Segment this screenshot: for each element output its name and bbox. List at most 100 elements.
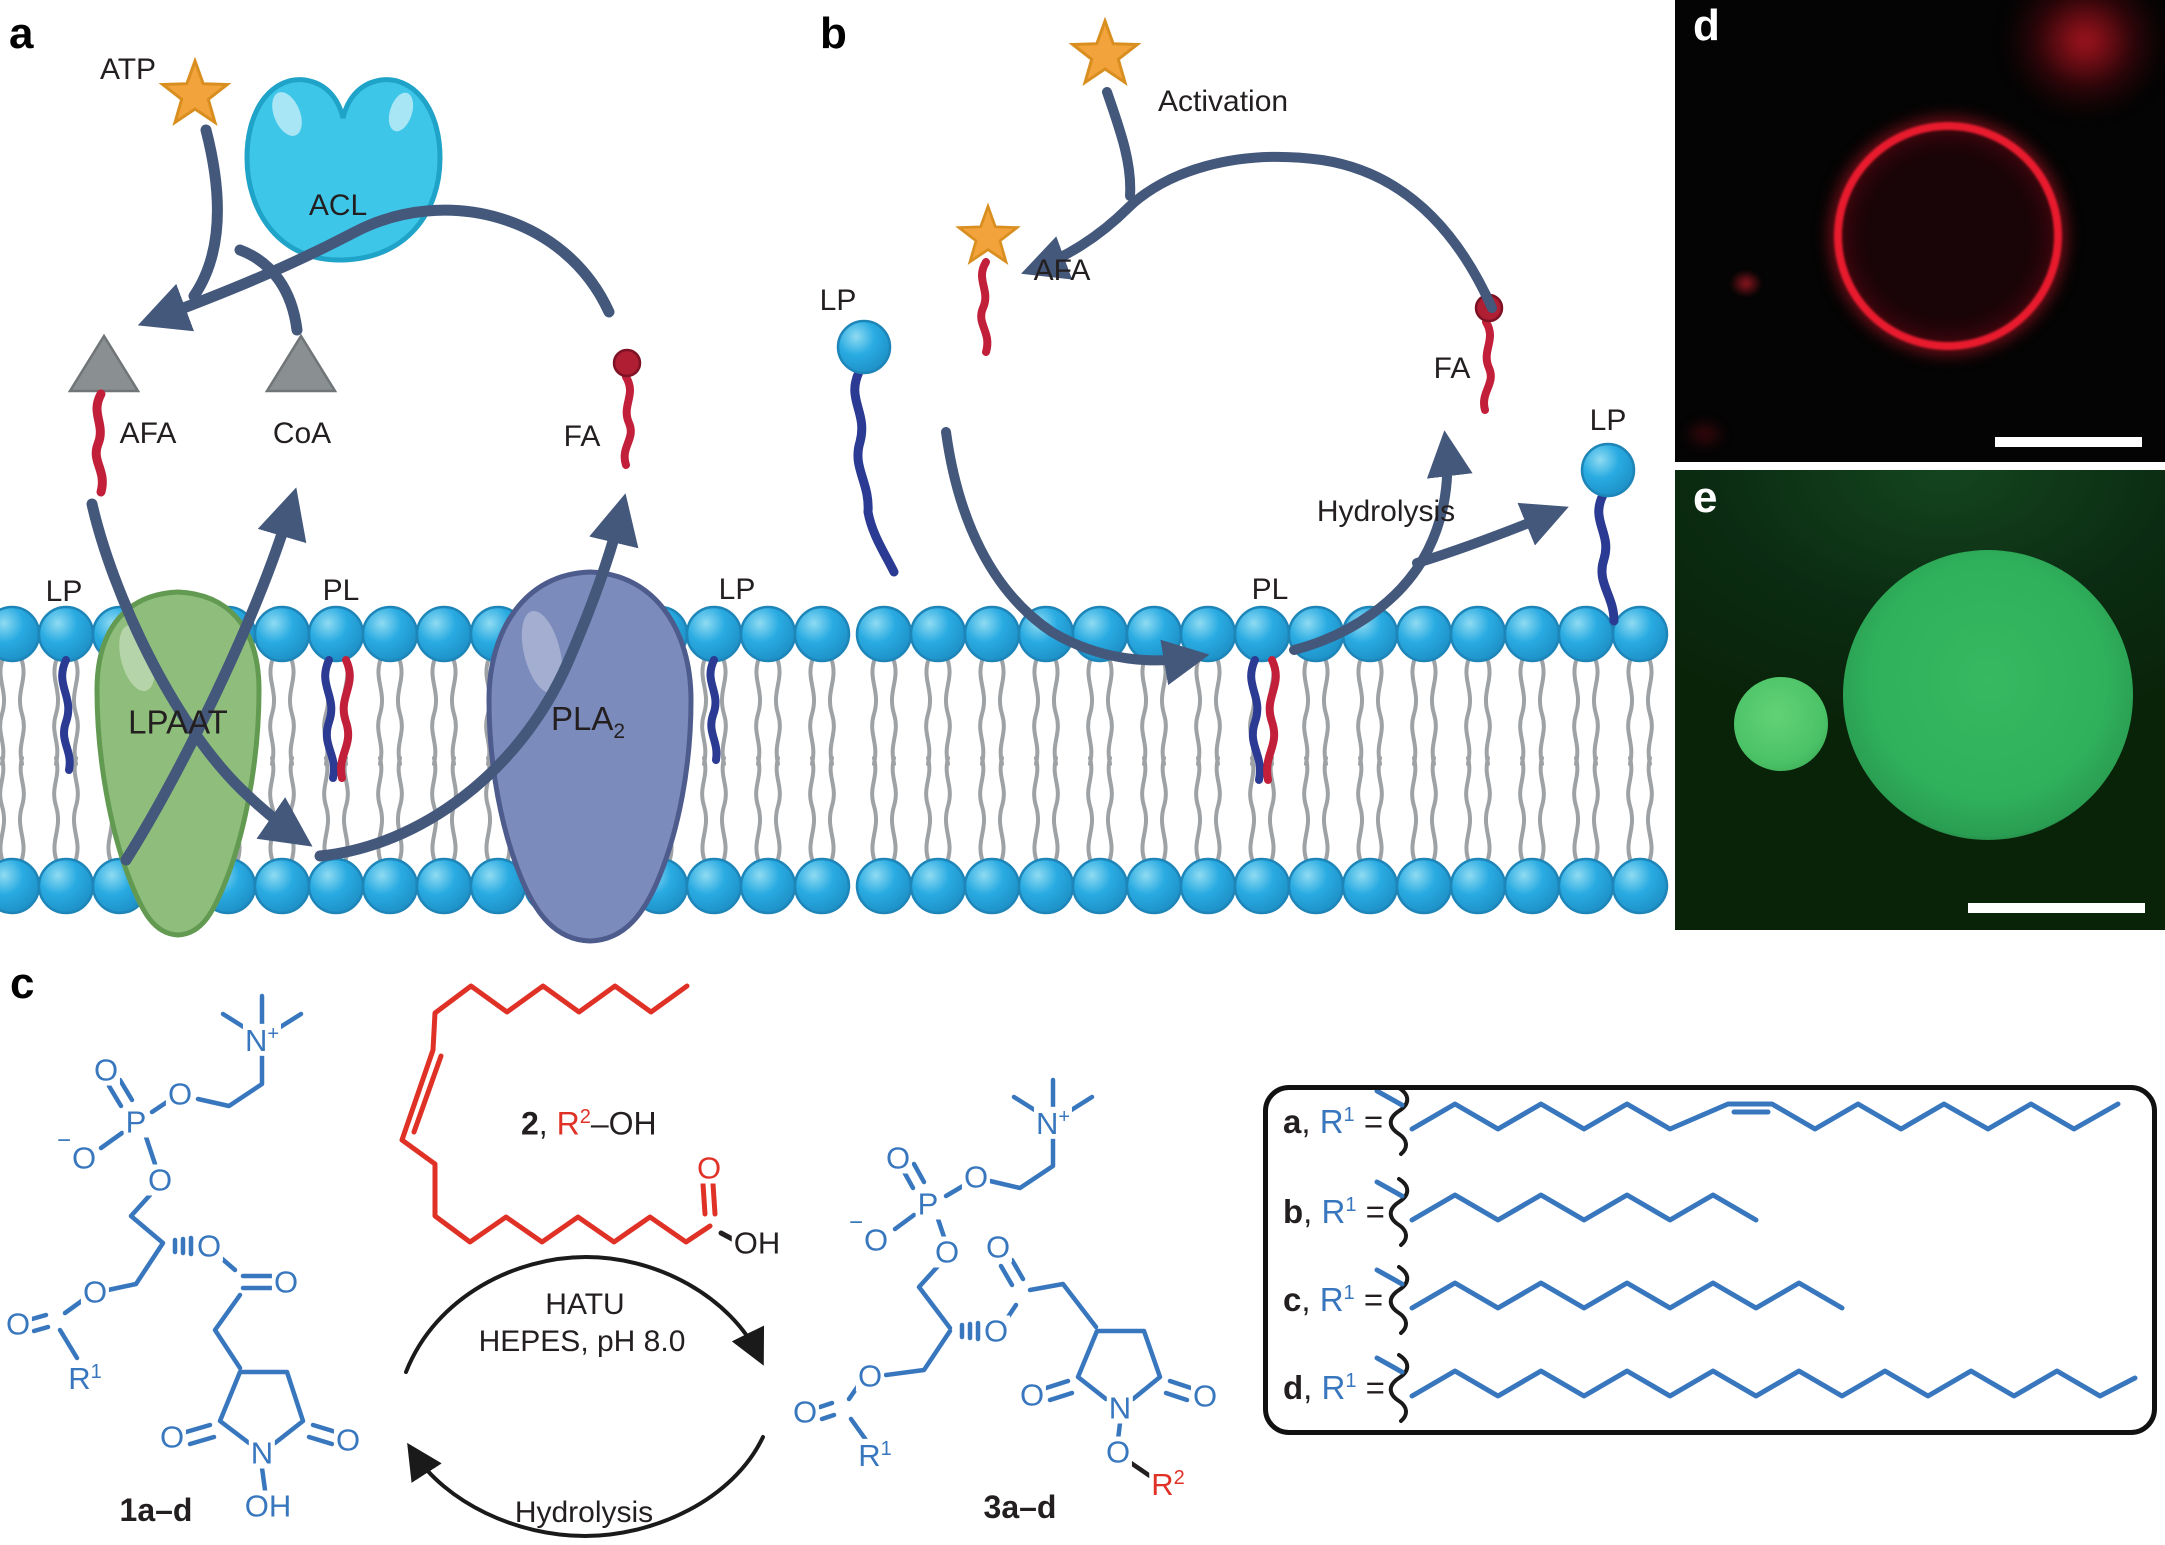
lipid-tail xyxy=(719,656,728,766)
structure-3-bonds xyxy=(817,1077,1194,1443)
lipid-head xyxy=(307,857,365,915)
lipid-tail xyxy=(1518,656,1527,766)
lipid-head xyxy=(37,857,95,915)
lipid-head xyxy=(855,605,913,663)
atom-label: O xyxy=(861,1222,891,1258)
lipid-tail xyxy=(1410,656,1419,766)
atom-label: O xyxy=(194,1228,224,1264)
lipid-head xyxy=(1233,857,1291,915)
lipid-tail xyxy=(1194,656,1203,766)
panel-b-arrows xyxy=(941,87,1569,686)
lipid-head xyxy=(415,857,473,915)
legend-row-c: c, R1 = xyxy=(1283,1281,1384,1318)
lipid-tail xyxy=(1537,656,1546,766)
lipid-head xyxy=(1611,857,1669,915)
lipid-head xyxy=(1179,857,1237,915)
afa-label-a: AFA xyxy=(119,417,177,450)
lipid-head xyxy=(909,857,967,915)
lipid-tail xyxy=(773,656,782,766)
legend-row-b: b, R1 = xyxy=(1283,1193,1385,1230)
panel-e-label: e xyxy=(1693,473,1718,522)
lipid-head xyxy=(361,605,419,663)
lipid-tail xyxy=(1626,756,1635,864)
lipid-tail xyxy=(17,656,26,766)
panel-b-label: b xyxy=(820,9,847,58)
pl-label-a: PL xyxy=(322,574,360,607)
lipid-tail xyxy=(1591,756,1600,864)
panel-d-label: d xyxy=(1693,1,1720,50)
lipid-tail xyxy=(978,756,987,864)
green-vesicle-large xyxy=(1843,550,2133,840)
lipid-tail xyxy=(1032,656,1041,766)
atom-label: O xyxy=(145,1162,175,1198)
lipid-head xyxy=(963,857,1021,915)
atom-label: O xyxy=(1017,1377,1047,1413)
lipid-tail xyxy=(924,656,933,766)
lipid-head xyxy=(793,605,851,663)
lipid-head xyxy=(1179,605,1237,663)
lp-label-b-right: LP xyxy=(1589,404,1627,437)
lipid-head xyxy=(253,605,311,663)
lipid-tail xyxy=(1572,756,1581,864)
chain-stub xyxy=(1374,1179,1405,1199)
legend-row-d: d, R1 = xyxy=(1283,1369,1385,1406)
atom-label: N+ xyxy=(1033,1105,1073,1142)
lp-label-a1: LP xyxy=(45,575,83,608)
lipid-head xyxy=(415,605,473,663)
atom-label: R2 xyxy=(1149,1466,1187,1503)
lipid-tail xyxy=(870,656,879,766)
lipid-head xyxy=(1611,605,1669,663)
lipid-tail xyxy=(1483,756,1492,864)
fa-label-a: FA xyxy=(563,420,601,453)
hatu-label: HATU xyxy=(545,1288,625,1321)
lipid-tail xyxy=(52,656,61,766)
lipid-tail xyxy=(430,756,439,864)
atom-label: − xyxy=(56,1127,72,1154)
lipid-tail xyxy=(1429,756,1438,864)
activation-star-icon xyxy=(1071,19,1139,84)
lipid-tail xyxy=(1248,756,1257,864)
red-dot xyxy=(1730,270,1762,297)
lipid-tail xyxy=(1356,656,1365,766)
lipid-tail xyxy=(52,756,61,864)
lipid-tail xyxy=(1213,656,1222,766)
lipid-head xyxy=(1449,857,1507,915)
lipid-tail xyxy=(1464,756,1473,864)
lipid-tail xyxy=(1140,656,1149,766)
atp-star-icon xyxy=(161,59,229,124)
atom-label: O xyxy=(790,1394,820,1430)
lipid-tail xyxy=(1375,656,1384,766)
lipid-tail xyxy=(754,756,763,864)
chain-stub xyxy=(1374,1355,1405,1375)
lipid-tail xyxy=(287,756,296,864)
lipid-tail xyxy=(1051,656,1060,766)
atom-label: R1 xyxy=(66,1360,104,1397)
atom-label: O xyxy=(3,1306,33,1342)
atom-label: O xyxy=(981,1313,1011,1349)
lipid-tail xyxy=(1410,756,1419,864)
pl-label-b: PL xyxy=(1251,573,1289,606)
structure-1-bonds xyxy=(29,993,339,1493)
lipid-tail xyxy=(1159,756,1168,864)
atom-label: O xyxy=(855,1358,885,1394)
lipid-tail xyxy=(1051,756,1060,864)
lipid-head xyxy=(855,857,913,915)
lp-label-a2: LP xyxy=(718,573,756,606)
lipid-head xyxy=(739,857,797,915)
pla2-label: PLA2 xyxy=(550,700,626,743)
lipid-tail xyxy=(1105,656,1114,766)
hydrolysis-label-b: Hydrolysis xyxy=(1316,495,1456,528)
atom-label: O xyxy=(157,1419,187,1455)
lipid-head xyxy=(1233,605,1291,663)
atom-label: O xyxy=(932,1234,962,1270)
lipid-tail xyxy=(1537,756,1546,864)
compound-1-label: 1a–d xyxy=(119,1492,193,1528)
lipid-tail xyxy=(997,656,1006,766)
lipid-tail xyxy=(287,656,296,766)
lipid-tail xyxy=(376,656,385,766)
atom-label: O xyxy=(883,1140,913,1176)
lipid-tail xyxy=(1356,756,1365,864)
atom-label: N+ xyxy=(242,1022,282,1059)
